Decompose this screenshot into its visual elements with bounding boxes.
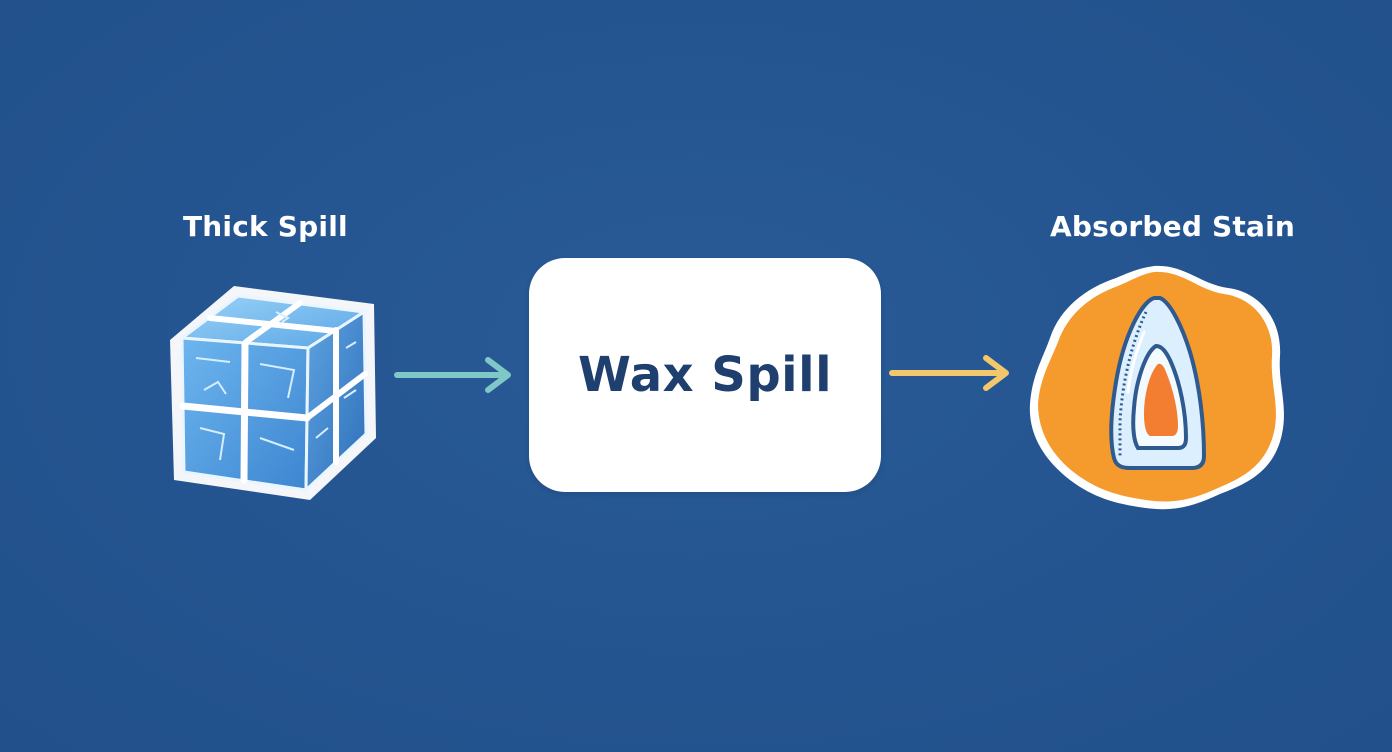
absorbed-stain-label: Absorbed Stain (1050, 210, 1296, 243)
iron-on-stain-icon (1029, 265, 1284, 510)
thick-spill-label: Thick Spill (183, 210, 348, 243)
wax-spill-box: Wax Spill (529, 258, 881, 492)
arrow-right-icon (889, 355, 1009, 391)
arrow-right-icon (394, 357, 511, 393)
ice-cube-icon (170, 286, 376, 500)
wax-spill-label: Wax Spill (577, 347, 833, 403)
